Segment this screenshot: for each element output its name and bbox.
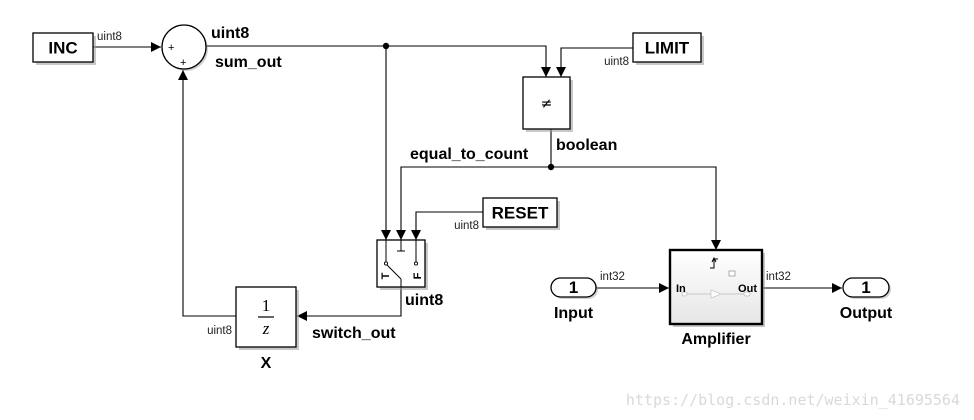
unit-delay-block[interactable]: 1 z <box>235 286 299 350</box>
amplifier-in-port: In <box>676 283 686 295</box>
subsystem-port-marker <box>728 270 736 277</box>
sum-datatype: uint8 <box>211 25 249 42</box>
input-port[interactable]: 1 <box>550 277 598 299</box>
signal-equal-to-count: equal_to_count <box>410 146 529 163</box>
input-port-number: 1 <box>569 278 578 297</box>
amplifier-subsystem[interactable]: In Out <box>668 248 765 327</box>
signal-sum-out: sum_out <box>215 54 282 71</box>
switch-icon <box>383 240 419 287</box>
inc-block[interactable]: INC <box>32 32 96 65</box>
output-port[interactable]: 1 <box>842 277 891 299</box>
delay-numerator: 1 <box>262 296 271 315</box>
input-datatype: int32 <box>600 271 625 283</box>
not-equal-icon: ≠ <box>541 96 553 112</box>
output-port-number: 1 <box>861 278 870 297</box>
output-port-name: Output <box>840 305 893 322</box>
wires <box>93 42 842 321</box>
signal-switch-out: switch_out <box>312 325 396 342</box>
inc-datatype: uint8 <box>97 31 122 43</box>
sum-block[interactable]: + + <box>161 24 208 71</box>
reset-datatype: uint8 <box>454 220 479 232</box>
wire-delay-feedback[interactable] <box>178 70 236 317</box>
wire-reset-to-switch[interactable] <box>411 211 483 240</box>
sum-sign-2: + <box>180 57 186 69</box>
amplifier-name: Amplifier <box>681 331 750 348</box>
amplifier-datatype: int32 <box>766 271 791 283</box>
switch-false-label: F <box>412 272 424 279</box>
switch-block[interactable]: T F <box>376 239 428 290</box>
switch-datatype: uint8 <box>405 292 443 309</box>
limit-datatype: uint8 <box>604 56 629 68</box>
sum-sign-1: + <box>168 42 174 54</box>
wire-sum-out[interactable] <box>206 45 551 77</box>
wire-compare-to-switch[interactable] <box>396 166 551 240</box>
reset-block[interactable]: RESET <box>482 197 560 230</box>
junction-dot <box>547 163 555 171</box>
compare-block[interactable]: ≠ <box>522 76 573 132</box>
delay-block-name: X <box>261 355 272 372</box>
wire-compare-to-amplifier[interactable] <box>551 166 721 250</box>
inc-label: INC <box>48 39 77 58</box>
watermark: https://blog.csdn.net/weixin_41695564 <box>626 391 960 409</box>
wire-switch-to-delay[interactable] <box>297 287 402 321</box>
input-port-name: Input <box>554 305 594 322</box>
gain-icon <box>710 289 723 299</box>
limit-block[interactable]: LIMIT <box>632 32 704 65</box>
wire-limit-to-compare[interactable] <box>556 47 633 77</box>
switch-true-label: T <box>380 272 392 279</box>
delay-denominator: z <box>262 319 270 338</box>
junction-dot <box>382 42 390 50</box>
limit-label: LIMIT <box>645 39 690 58</box>
compare-datatype: boolean <box>556 137 617 154</box>
amplifier-out-port: Out <box>738 283 757 295</box>
trigger-icon <box>710 256 718 269</box>
reset-label: RESET <box>492 204 549 223</box>
delay-datatype: uint8 <box>207 325 232 337</box>
